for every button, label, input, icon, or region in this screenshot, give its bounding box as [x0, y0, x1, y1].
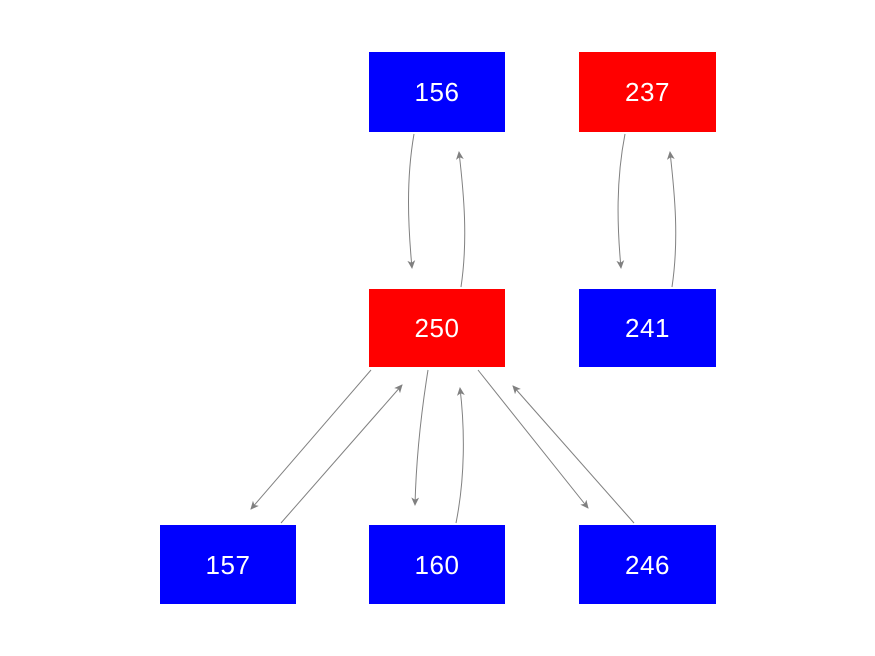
- graph-node-246[interactable]: 246: [579, 525, 716, 604]
- graph-node-241[interactable]: 241: [579, 289, 716, 367]
- node-label: 237: [625, 77, 670, 107]
- edge-246-to-250: [512, 385, 635, 524]
- edge-156-to-250: [407, 133, 416, 269]
- edge-250-to-157: [250, 369, 372, 510]
- graph-node-156[interactable]: 156: [369, 52, 505, 132]
- edge-250-to-246: [477, 369, 589, 509]
- edge-160-to-250: [455, 387, 465, 524]
- node-label: 246: [625, 549, 670, 580]
- node-label: 241: [625, 313, 670, 343]
- edge-157-to-250: [280, 384, 403, 524]
- edge-250-to-156: [455, 151, 466, 288]
- edge-250-to-160: [411, 369, 429, 506]
- node-label: 250: [414, 313, 460, 343]
- graph-node-237[interactable]: 237: [579, 52, 716, 132]
- graph-node-157[interactable]: 157: [160, 525, 296, 604]
- edge-241-to-237: [666, 151, 677, 288]
- graph-node-250[interactable]: 250: [369, 289, 505, 367]
- graph-node-160[interactable]: 160: [369, 525, 505, 604]
- node-label: 160: [414, 549, 460, 580]
- node-label: 156: [414, 77, 460, 107]
- node-label: 157: [205, 549, 251, 580]
- edge-237-to-241: [616, 133, 626, 269]
